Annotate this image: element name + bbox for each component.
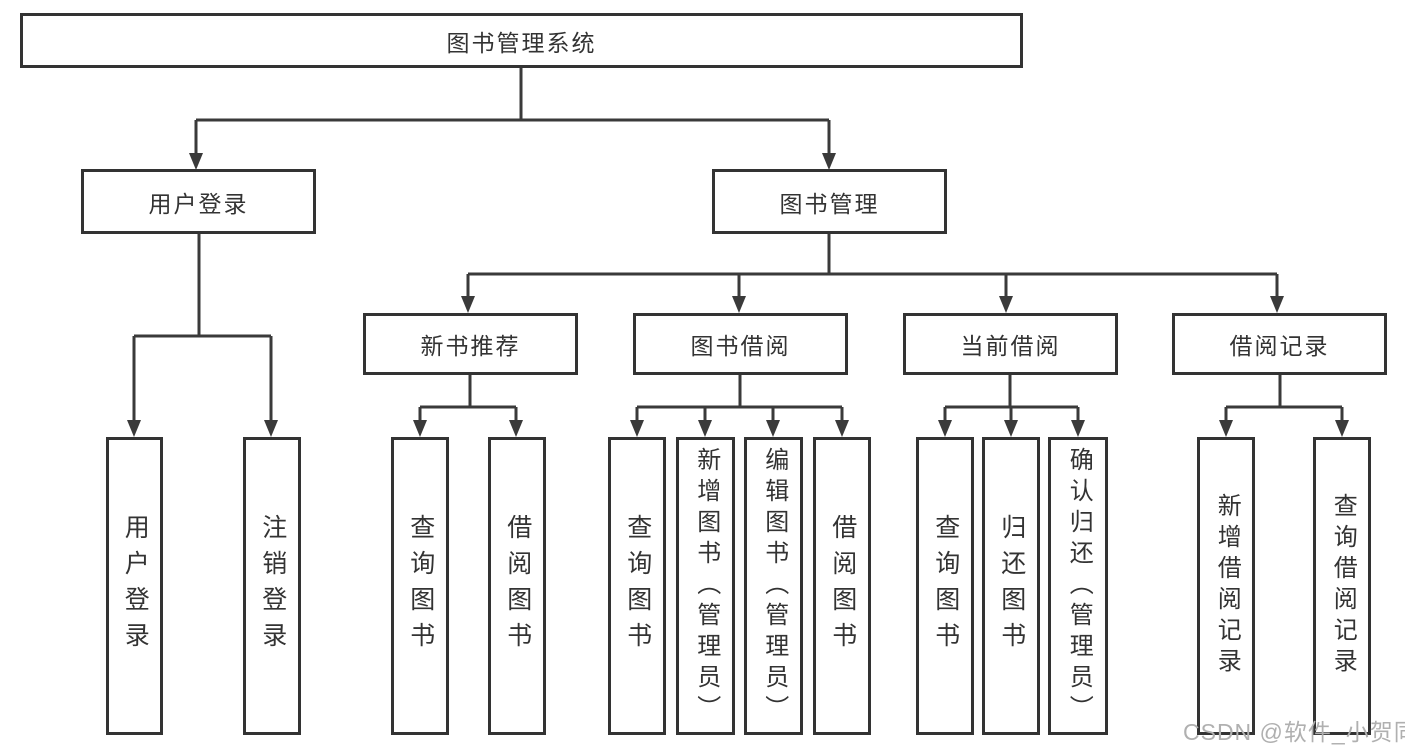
leaf-logout: 注销登录 <box>243 437 301 735</box>
leaf-query-borrow-record: 查询借阅记录 <box>1313 437 1371 735</box>
leaf-borrow-book-2: 借阅图书 <box>813 437 871 735</box>
edge-new-book-rec-to-leaves <box>418 375 518 423</box>
node-book-borrow-label: 图书借阅 <box>690 333 791 359</box>
leaf-user-login-label: 用户登录 <box>121 514 150 658</box>
leaf-query-borrow-record-label: 查询借阅记录 <box>1329 493 1357 679</box>
leaf-add-book-admin: 新增图书（管理员） <box>676 437 735 735</box>
leaf-query-book-1-label: 查询图书 <box>406 514 435 658</box>
csdn-watermark: CSDN @软件_小贺同学 <box>1183 719 1405 745</box>
leaf-edit-book-admin-label: 编辑图书（管理员） <box>760 446 788 726</box>
node-borrow-record-label: 借阅记录 <box>1229 333 1330 359</box>
node-current-borrow-label: 当前借阅 <box>960 333 1061 359</box>
node-new-book-recommend-label: 新书推荐 <box>420 333 521 359</box>
node-current-borrow: 当前借阅 <box>903 313 1118 375</box>
edge-root-to-level2 <box>194 68 831 156</box>
node-borrow-record: 借阅记录 <box>1172 313 1387 375</box>
leaf-user-login: 用户登录 <box>106 437 163 735</box>
leaf-return-book: 归还图书 <box>982 437 1040 735</box>
leaf-query-book-2-label: 查询图书 <box>623 514 652 658</box>
edge-borrow-record-to-leaves <box>1224 375 1344 423</box>
leaf-return-book-label: 归还图书 <box>997 514 1026 658</box>
node-user-login: 用户登录 <box>81 169 316 234</box>
node-book-management: 图书管理 <box>712 169 947 234</box>
leaf-borrow-book-1: 借阅图书 <box>488 437 546 735</box>
leaf-add-borrow-record: 新增借阅记录 <box>1197 437 1255 735</box>
node-user-login-label: 用户登录 <box>148 190 249 217</box>
leaf-borrow-book-2-label: 借阅图书 <box>828 514 857 658</box>
leaf-query-book-3: 查询图书 <box>916 437 974 735</box>
leaf-add-book-admin-label: 新增图书（管理员） <box>692 446 720 726</box>
leaf-query-book-1: 查询图书 <box>391 437 449 735</box>
edge-user-login-to-leaves <box>132 234 273 423</box>
node-root-library-system: 图书管理系统 <box>20 13 1023 68</box>
edge-book-borrow-to-leaves <box>635 375 844 423</box>
node-book-management-label: 图书管理 <box>779 190 880 217</box>
leaf-confirm-return-admin: 确认归还（管理员） <box>1048 437 1108 735</box>
leaf-borrow-book-1-label: 借阅图书 <box>503 514 532 658</box>
leaf-query-book-2: 查询图书 <box>608 437 666 735</box>
leaf-add-borrow-record-label: 新增借阅记录 <box>1213 493 1241 679</box>
leaf-confirm-return-admin-label: 确认归还（管理员） <box>1065 446 1093 726</box>
edge-current-borrow-to-leaves <box>943 375 1080 423</box>
node-new-book-recommend: 新书推荐 <box>363 313 578 375</box>
node-book-borrow: 图书借阅 <box>633 313 848 375</box>
leaf-edit-book-admin: 编辑图书（管理员） <box>744 437 803 735</box>
leaf-logout-label: 注销登录 <box>258 514 287 658</box>
leaf-query-book-3-label: 查询图书 <box>931 514 960 658</box>
node-root-label: 图书管理系统 <box>446 29 597 56</box>
edge-book-mgmt-to-level3 <box>466 234 1279 300</box>
